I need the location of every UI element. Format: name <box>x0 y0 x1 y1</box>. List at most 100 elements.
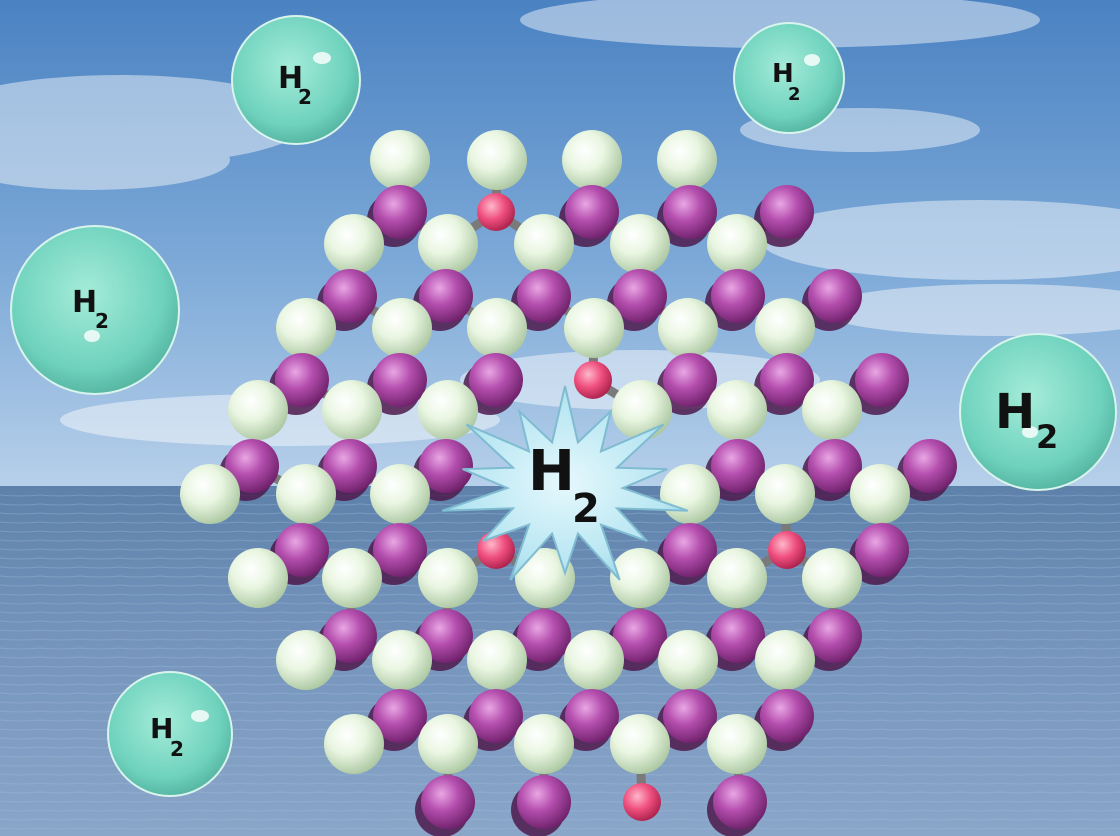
light-atom <box>660 464 720 524</box>
purple-atom <box>808 269 862 323</box>
light-atom <box>802 380 862 440</box>
light-atom <box>707 714 767 774</box>
wave-line <box>0 800 1120 803</box>
purple-atom <box>760 185 814 239</box>
wave-line <box>0 584 1120 587</box>
purple-atom <box>808 439 862 493</box>
purple-atom <box>855 523 909 577</box>
bubble-bottom-left-label: H <box>150 712 173 745</box>
light-atom <box>322 380 382 440</box>
h2-bubble-bottom-left: H 2 <box>107 671 233 797</box>
purple-atom <box>323 439 377 493</box>
bubble-top-left-subscript: 2 <box>298 85 312 109</box>
light-atom <box>467 630 527 690</box>
purple-atom <box>760 689 814 743</box>
light-atom <box>564 630 624 690</box>
light-atom <box>707 214 767 274</box>
bubble-left-subscript: 2 <box>95 309 109 333</box>
light-atom <box>610 714 670 774</box>
light-atom <box>372 630 432 690</box>
purple-atom <box>469 689 523 743</box>
purple-atom <box>373 353 427 407</box>
bubble-top-right-subscript: 2 <box>788 84 801 105</box>
purple-atom <box>419 439 473 493</box>
purple-atom <box>323 269 377 323</box>
light-atom <box>228 380 288 440</box>
light-atom <box>802 548 862 608</box>
light-atom <box>657 130 717 190</box>
wave-line <box>0 620 1120 623</box>
light-atom <box>755 298 815 358</box>
light-atom <box>658 298 718 358</box>
light-atom <box>610 214 670 274</box>
wave-line <box>0 611 1120 614</box>
light-atom <box>612 380 672 440</box>
bubble-top-right-label: H <box>772 59 794 89</box>
wave-line <box>0 818 1120 821</box>
purple-atom <box>760 353 814 407</box>
purple-atom <box>903 439 957 493</box>
wave-line <box>0 548 1120 551</box>
light-atom <box>228 548 288 608</box>
light-atom <box>562 130 622 190</box>
light-atom <box>658 630 718 690</box>
wave-line <box>0 791 1120 794</box>
center-star: H 2 <box>441 385 689 581</box>
purple-atom <box>517 269 571 323</box>
wave-line <box>0 575 1120 578</box>
light-atom <box>707 548 767 608</box>
wave-line <box>0 602 1120 605</box>
purple-atom <box>613 269 667 323</box>
pink-atom <box>623 783 661 821</box>
purple-atom <box>713 775 767 829</box>
light-atom <box>755 464 815 524</box>
light-atom <box>324 714 384 774</box>
purple-atom <box>711 269 765 323</box>
h2-bubble-top-left: H 2 <box>231 15 361 145</box>
purple-atom <box>565 185 619 239</box>
light-atom <box>180 464 240 524</box>
light-atom <box>322 548 382 608</box>
wave-line <box>0 557 1120 560</box>
purple-atom <box>275 353 329 407</box>
h2-bubble-left: H 2 <box>10 225 180 395</box>
bubble-right-label: H <box>995 384 1035 440</box>
purple-atom <box>419 269 473 323</box>
light-atom <box>324 214 384 274</box>
wave-line <box>0 827 1120 830</box>
atoms-layer <box>180 130 957 836</box>
bubble-left-label: H <box>72 285 97 320</box>
pink-atom <box>477 193 515 231</box>
light-atom <box>276 298 336 358</box>
purple-atom <box>275 523 329 577</box>
light-atom <box>418 214 478 274</box>
light-atom <box>467 130 527 190</box>
h2-bubble-right: H 2 <box>959 333 1117 491</box>
purple-atom <box>855 353 909 407</box>
purple-atom <box>225 439 279 493</box>
purple-atom <box>663 353 717 407</box>
purple-atom <box>663 523 717 577</box>
center-star-subscript: 2 <box>572 486 600 532</box>
purple-atom <box>663 185 717 239</box>
wave-line <box>0 566 1120 569</box>
wave-line <box>0 593 1120 596</box>
purple-atom <box>373 185 427 239</box>
wave-line <box>0 809 1120 812</box>
light-atom <box>276 464 336 524</box>
light-atom <box>418 548 478 608</box>
purple-atom <box>323 609 377 663</box>
purple-atom <box>373 689 427 743</box>
light-atom <box>850 464 910 524</box>
purple-atom <box>808 609 862 663</box>
light-atom <box>370 464 430 524</box>
purple-atom <box>613 609 667 663</box>
light-atom <box>418 380 478 440</box>
light-atom <box>707 380 767 440</box>
purple-atom <box>517 775 571 829</box>
h2-bubble-top-right: H 2 <box>733 22 845 134</box>
wave-line <box>0 539 1120 542</box>
light-atom <box>276 630 336 690</box>
purple-atom <box>663 689 717 743</box>
